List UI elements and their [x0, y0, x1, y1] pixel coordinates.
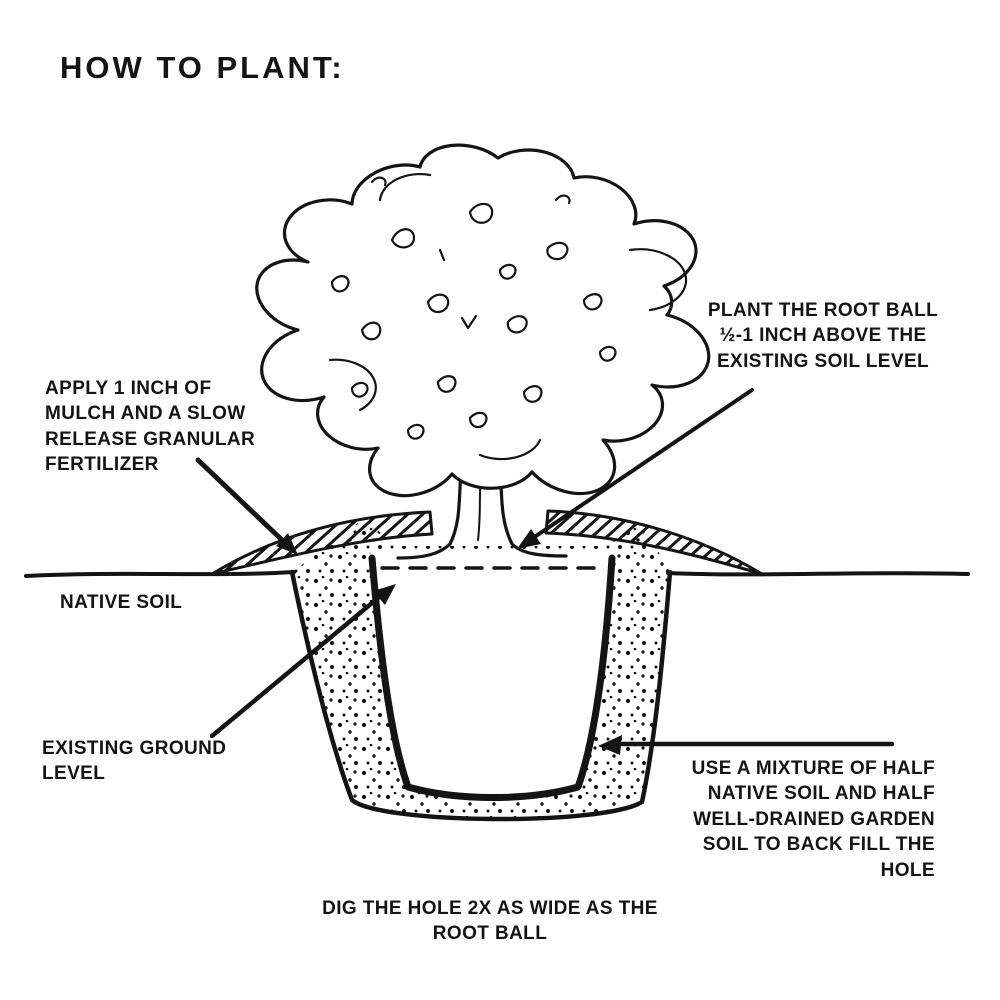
label-plant-root-ball: PLANT THE ROOT BALL ½-1 INCH ABOVE THE E… — [707, 300, 939, 372]
arrow-root-ball — [517, 388, 754, 549]
label-dig-hole: DIG THE HOLE 2X AS WIDE AS THE ROOT BALL — [322, 898, 658, 945]
tree-foliage-scribbles — [328, 172, 688, 461]
page-title: HOW TO PLANT: — [60, 50, 345, 85]
label-backfill-mixture: USE A MIXTURE OF HALF NATIVE SOIL AND HA… — [691, 758, 935, 881]
mulch-mound-left — [210, 510, 434, 576]
ground-line-left — [24, 570, 296, 578]
label-apply-mulch: APPLY 1 INCH OF MULCH AND A SLOW RELEASE… — [45, 378, 256, 476]
label-existing-ground-level: EXISTING GROUND LEVEL — [42, 738, 227, 785]
ground-line-right — [666, 571, 970, 577]
arrow-mulch — [195, 457, 298, 555]
root-ball-container — [368, 550, 616, 801]
label-native-soil: NATIVE SOIL — [60, 592, 183, 613]
arrow-backfill — [598, 735, 895, 755]
arrow-existing-ground — [209, 584, 396, 739]
tree-canopy — [255, 143, 711, 498]
